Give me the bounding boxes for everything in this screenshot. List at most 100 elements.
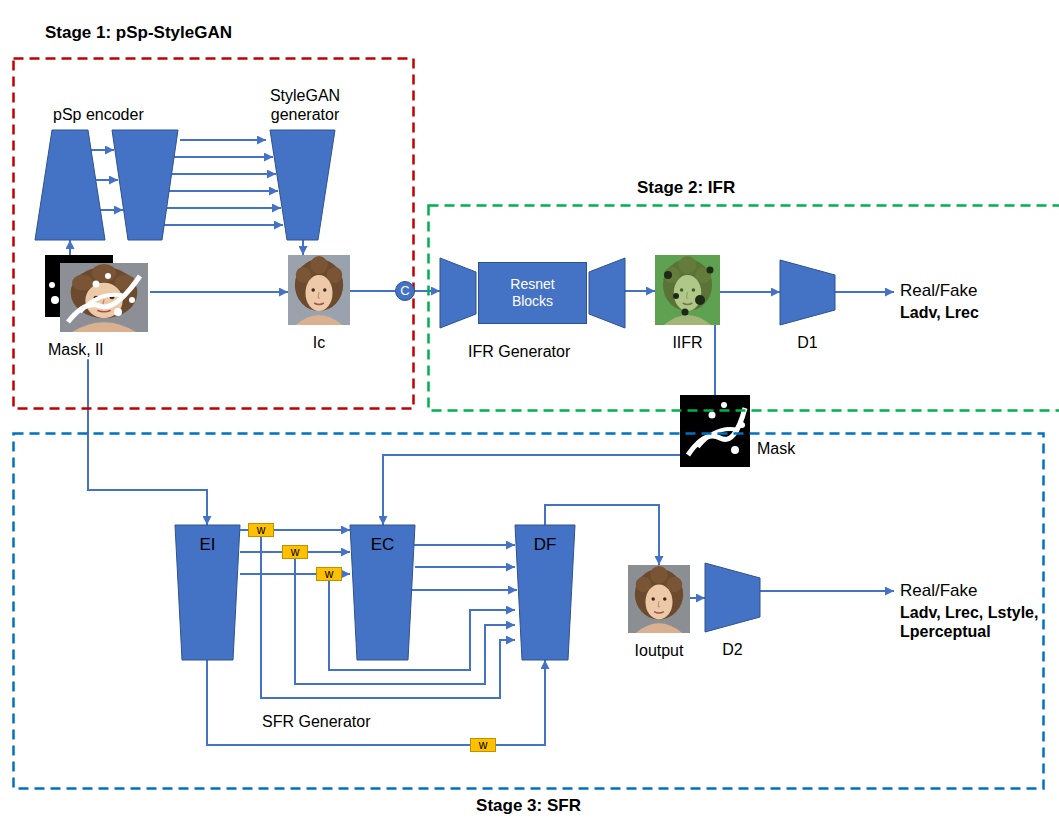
style-arrow xyxy=(167,207,281,209)
node-text: D1 xyxy=(797,333,817,352)
mask-image: Mask xyxy=(680,395,805,467)
text-holder: IIFR xyxy=(655,333,720,352)
node-text: Ioutput xyxy=(635,641,684,660)
connector-arrow xyxy=(69,240,71,255)
text-holder: StyleGAN generator xyxy=(266,86,344,124)
node-text: IFR Generator xyxy=(468,342,570,361)
annotation-text: SFR Generator xyxy=(262,713,370,730)
trapezoid xyxy=(705,563,760,632)
mask-blob xyxy=(105,273,111,279)
annotation-text: Real/Fake xyxy=(900,581,977,600)
image-thumbnail: IIFR xyxy=(655,255,720,352)
image-thumbnail-outline xyxy=(628,565,690,633)
text-holder: D2 xyxy=(705,640,760,659)
text-holder: w xyxy=(316,567,342,581)
discriminator-block-outline xyxy=(705,563,760,632)
style-arrow xyxy=(172,173,276,175)
node-text: Stage 2: IFR xyxy=(637,178,735,198)
connector-arrow xyxy=(274,529,350,531)
label-holder: Ladv, Lrec, Lstyle, Lperceptual xyxy=(900,603,1040,641)
label-holder: Ladv, Lrec xyxy=(900,303,1050,322)
connector-arrow xyxy=(350,290,395,292)
text-holder: Mask, Il xyxy=(45,340,150,359)
connector-arrow xyxy=(625,290,655,292)
dark-blob xyxy=(673,293,679,299)
text-holder: EC xyxy=(350,525,415,660)
node-text: w xyxy=(325,568,334,580)
photo-ground xyxy=(655,255,720,325)
mask-blob xyxy=(731,446,739,454)
box-fill xyxy=(249,524,274,537)
mask-ground xyxy=(680,395,750,467)
trapezoid xyxy=(515,525,575,660)
mask-blob xyxy=(129,297,135,303)
resnet-block: Resnet Blocks xyxy=(478,262,587,324)
connector-arrow xyxy=(342,573,350,575)
mask-scribble xyxy=(68,276,140,322)
node-text: StyleGAN generator xyxy=(266,86,344,124)
node-text: pSp encoder xyxy=(53,105,144,124)
connector-arrow xyxy=(207,660,470,745)
coarse-image xyxy=(288,255,350,325)
output-image xyxy=(628,565,690,633)
dark-blob xyxy=(682,309,689,316)
connector-arrow xyxy=(88,359,207,525)
node-text: Ic xyxy=(313,333,325,352)
text-holder: w xyxy=(248,523,274,537)
box-fill xyxy=(479,263,587,324)
output-arrow xyxy=(835,291,894,293)
encoder-block: EC xyxy=(350,525,415,660)
photo-ground xyxy=(60,263,148,332)
mask-blob xyxy=(721,402,727,408)
encoder-block-outline xyxy=(35,130,180,240)
node-text: Stage 3: SFR xyxy=(476,796,581,816)
generator-block-outline xyxy=(266,130,344,240)
trapezoid xyxy=(440,258,476,328)
feature-arrow xyxy=(411,589,517,591)
feature-arrow xyxy=(414,544,515,546)
weight-box: w xyxy=(470,738,496,752)
encoder-block: pSp encoder xyxy=(35,105,180,240)
connector-arrow xyxy=(308,551,350,553)
mask-image xyxy=(680,395,750,467)
trapezoid xyxy=(780,260,835,325)
box-fill xyxy=(283,546,308,559)
text-holder: C xyxy=(395,281,415,301)
text-holder: Stage 1: pSp-StyleGAN xyxy=(12,23,415,43)
circle-fill xyxy=(396,282,415,301)
trapezoid xyxy=(350,525,415,660)
text-holder: EI xyxy=(175,525,240,660)
dark-blob xyxy=(695,295,705,305)
mask-blob xyxy=(114,308,122,316)
style-arrow xyxy=(169,190,278,192)
decoder-block: DF xyxy=(515,525,575,660)
loss-text: Ladv, Lrec xyxy=(900,304,979,321)
image-thumbnail: Ioutput xyxy=(628,565,690,660)
label-holder: Real/Fake xyxy=(900,581,977,601)
skip-arrow xyxy=(100,209,123,211)
label-holder: Real/Fake xyxy=(900,281,977,301)
connector-arrow xyxy=(240,529,248,531)
node-text: D2 xyxy=(722,640,742,659)
text-holder: pSp encoder xyxy=(35,105,180,124)
node-text: w xyxy=(291,546,300,558)
mask-blob xyxy=(739,422,745,428)
stage-frame: Stage 1: pSp-StyleGAN pSp encoder StyleGAN… xyxy=(12,23,415,410)
discriminator-block: D2 xyxy=(705,563,760,659)
text-holder: Ioutput xyxy=(628,641,690,660)
node-text: w xyxy=(257,524,266,536)
box-fill xyxy=(471,739,496,752)
text-holder: Stage 3: SFR xyxy=(12,796,1045,816)
node-text: Mask xyxy=(757,439,795,458)
mask-scribble xyxy=(698,429,738,447)
node-text: w xyxy=(479,739,488,751)
weight-box: w xyxy=(248,523,274,537)
connector-arrow xyxy=(690,597,705,599)
connector-arrow xyxy=(150,291,288,293)
node-text: EI xyxy=(199,535,215,555)
text-holder: IFR Generator xyxy=(440,342,625,361)
concat-circle: C xyxy=(395,281,415,301)
text-holder: Stage 2: IFR xyxy=(427,178,1059,198)
